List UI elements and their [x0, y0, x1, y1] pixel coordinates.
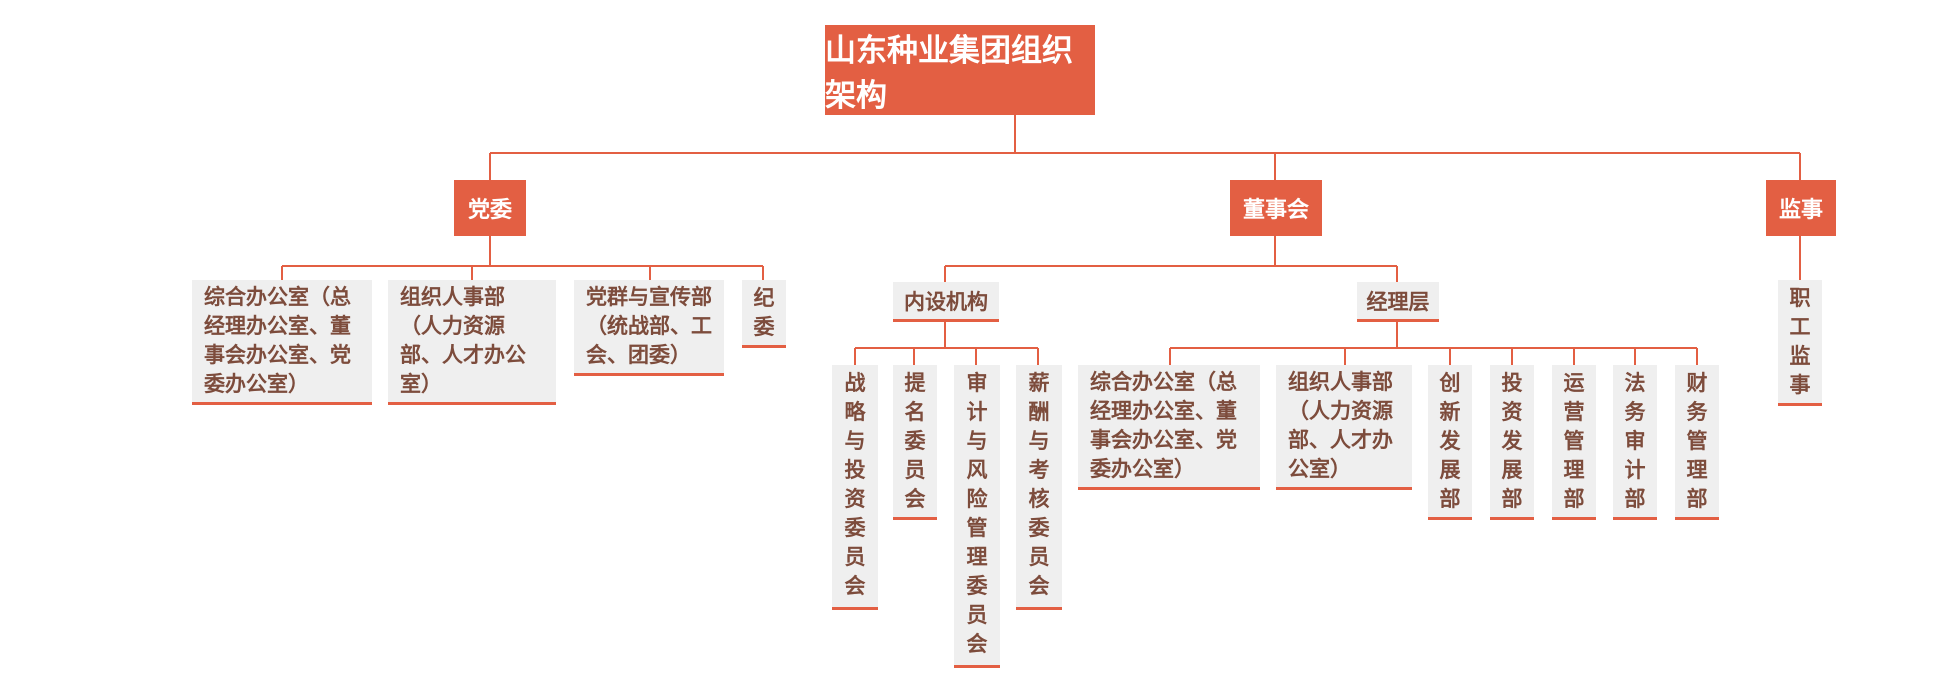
dept-innovation: 创新发展部 — [1428, 365, 1472, 520]
node-internal-bodies: 内设机构 — [893, 282, 999, 322]
committee-compensation: 薪酬与考核委员会 — [1016, 365, 1062, 610]
node-supervisor: 监事 — [1766, 180, 1836, 236]
committee-strategy: 战略与投资委员会 — [832, 365, 878, 610]
party-unit-hr: 组织人事部（人力资源部、人才办公室） — [388, 280, 556, 405]
dept-legal-audit: 法务审计部 — [1613, 365, 1657, 520]
node-party-committee: 党委 — [454, 180, 526, 236]
dept-general-office: 综合办公室（总经理办公室、董事会办公室、党委办公室） — [1078, 365, 1260, 490]
party-unit-discipline: 纪委 — [742, 280, 786, 348]
dept-operations: 运营管理部 — [1552, 365, 1596, 520]
node-management: 经理层 — [1357, 282, 1439, 322]
supervisor-unit-employee: 职工监事 — [1778, 280, 1822, 406]
connector-internal — [854, 322, 1039, 365]
connector-board — [944, 236, 1398, 282]
party-unit-general-office: 综合办公室（总经理办公室、董事会办公室、党委办公室） — [192, 280, 372, 405]
dept-investment: 投资发展部 — [1490, 365, 1534, 520]
connector-party — [281, 236, 764, 280]
dept-finance: 财务管理部 — [1675, 365, 1719, 520]
connector-root — [489, 115, 1801, 180]
connector-management — [1169, 322, 1698, 365]
committee-audit-risk: 审计与风险管理委员会 — [954, 365, 1000, 668]
dept-hr: 组织人事部（人力资源部、人才办公室） — [1276, 365, 1412, 490]
node-board: 董事会 — [1230, 180, 1322, 236]
chart-title: 山东种业集团组织架构 — [825, 25, 1095, 115]
committee-nomination: 提名委员会 — [893, 365, 937, 520]
party-unit-publicity: 党群与宣传部（统战部、工会、团委） — [574, 280, 724, 376]
